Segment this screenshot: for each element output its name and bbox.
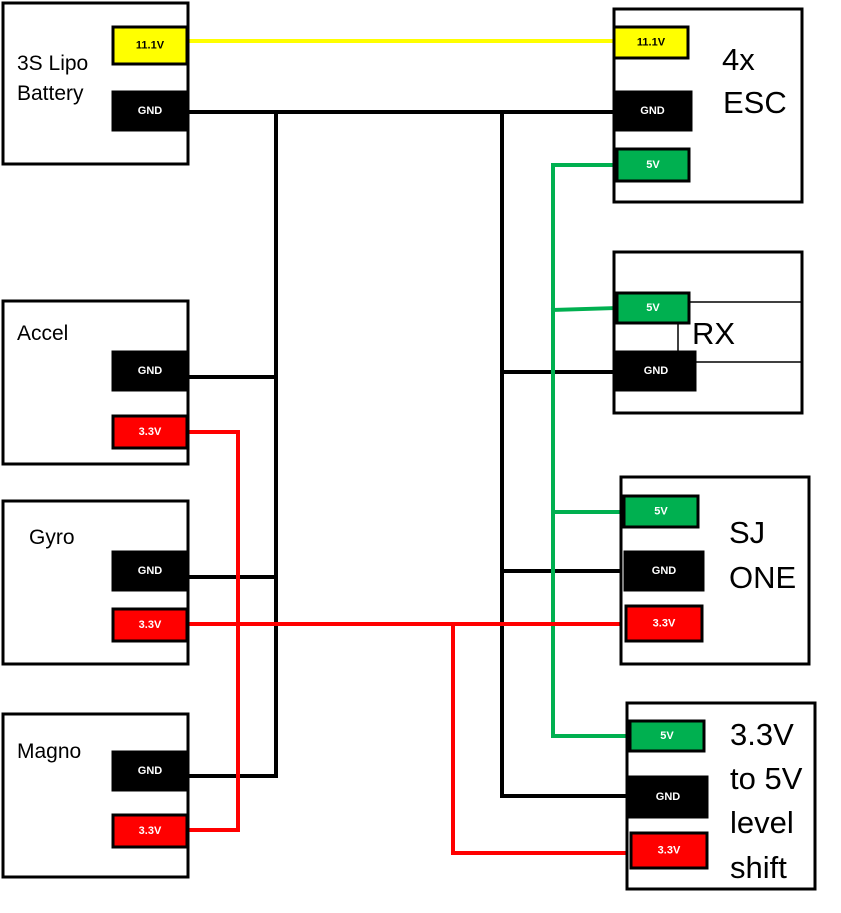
sjone-pin-3v3-label: 3.3V	[653, 618, 676, 630]
esc-pin-11v-label: 11.1V	[637, 37, 666, 49]
accel-pin-3v3-label: 3.3V	[139, 426, 162, 438]
esc-component: 4x ESC 11.1V GND 5V	[612, 7, 804, 204]
sjone-pin-5v-label: 5V	[654, 506, 668, 518]
levelshift-pin-3v3-label: 3.3V	[658, 845, 681, 857]
battery-pin-gnd-label: GND	[138, 105, 163, 117]
rx-pin-5v: 5V	[615, 291, 691, 325]
battery-label-line2: Battery	[17, 82, 84, 105]
rx-label: RX	[692, 316, 735, 351]
wire-5v-rx	[550, 305, 620, 313]
gyro-pin-3v3-label: 3.3V	[139, 619, 162, 631]
accel-pin-gnd: GND	[111, 350, 189, 392]
esc-pin-11v: 11.1V	[612, 25, 690, 60]
magno-pin-gnd-label: GND	[138, 765, 163, 777]
sjone-pin-3v3: 3.3V	[624, 604, 704, 643]
wire-3v3-sensors	[186, 430, 240, 832]
esc-pin-gnd-label: GND	[640, 105, 665, 117]
gyro-label: Gyro	[29, 526, 75, 549]
levelshift-label-line4: shift	[730, 850, 787, 885]
magno-pin-3v3-label: 3.3V	[139, 825, 162, 837]
sjone-label-line1: SJ	[729, 515, 765, 550]
esc-label-line1: 4x	[722, 42, 755, 77]
accel-pin-gnd-label: GND	[138, 365, 163, 377]
levelshift-label-line3: level	[730, 805, 794, 840]
accel-label: Accel	[17, 322, 68, 345]
battery-component: 3S Lipo Battery 11.1V GND	[1, 1, 190, 166]
wires	[186, 39, 633, 855]
esc-label-line2: ESC	[723, 85, 787, 120]
esc-pin-5v-label: 5V	[646, 159, 660, 171]
rx-pin-5v-label: 5V	[646, 302, 660, 314]
wire-3v3-levelshift	[451, 622, 633, 855]
gyro-pin-gnd-label: GND	[138, 565, 163, 577]
gyro-component: Gyro GND 3.3V	[1, 499, 190, 666]
esc-pin-5v: 5V	[615, 147, 691, 183]
sjone-pin-5v: 5V	[622, 494, 700, 529]
accel-pin-3v3: 3.3V	[111, 414, 189, 450]
magno-component: Magno GND 3.3V	[1, 712, 190, 879]
battery-label-line1: 3S Lipo	[17, 52, 88, 75]
battery-pin-gnd: GND	[111, 90, 189, 132]
accel-component: Accel GND 3.3V	[1, 299, 190, 466]
magno-pin-gnd: GND	[111, 750, 189, 792]
gyro-pin-gnd: GND	[111, 550, 189, 592]
battery-pin-11v: 11.1V	[111, 25, 189, 66]
levelshift-label-line1: 3.3V	[730, 717, 794, 752]
levelshift-pin-gnd-label: GND	[656, 791, 681, 803]
magno-pin-3v3: 3.3V	[111, 813, 189, 849]
levelshift-pin-3v3: 3.3V	[629, 831, 709, 870]
levelshift-pin-5v: 5V	[628, 719, 706, 753]
battery-pin-11v-label: 11.1V	[136, 40, 165, 52]
levelshift-label-line2: to 5V	[730, 761, 803, 796]
rx-pin-gnd: GND	[615, 350, 697, 392]
wire-gnd-right-trunk	[500, 110, 631, 798]
sjone-label-line2: ONE	[729, 560, 796, 595]
wire-5v-trunk	[551, 163, 632, 738]
rx-component: RX 5V GND	[612, 250, 804, 415]
magno-label: Magno	[17, 740, 81, 763]
levelshift-pin-5v-label: 5V	[660, 730, 674, 742]
sjone-pin-gnd-label: GND	[652, 565, 677, 577]
sjone-component: SJ ONE 5V GND 3.3V	[619, 475, 811, 666]
levelshift-pin-gnd: GND	[627, 775, 709, 819]
levelshift-component: 3.3V to 5V level shift 5V GND 3.3V	[625, 701, 817, 891]
sjone-pin-gnd: GND	[623, 550, 705, 592]
gyro-pin-3v3: 3.3V	[111, 607, 189, 643]
rx-pin-gnd-label: GND	[644, 365, 669, 377]
esc-pin-gnd: GND	[612, 90, 693, 132]
magno-box	[1, 712, 190, 879]
